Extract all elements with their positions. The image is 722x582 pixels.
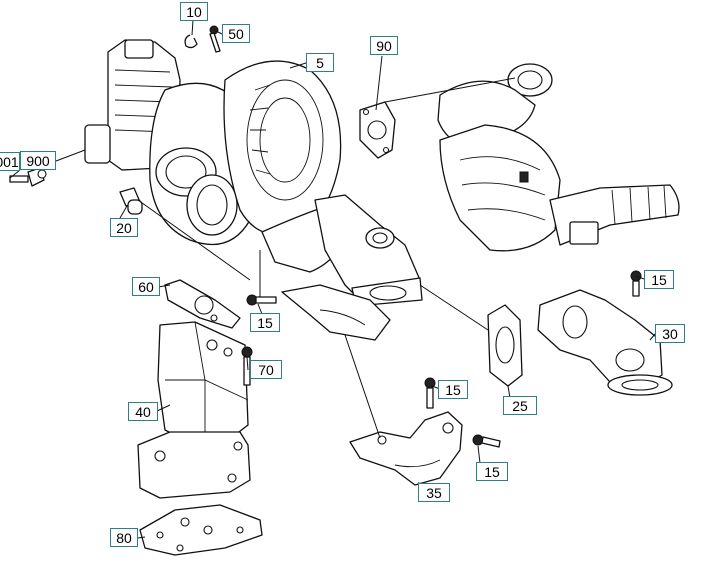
bolt-part-15-c[interactable]: [424, 377, 436, 409]
callout-25[interactable]: 25: [503, 396, 537, 415]
callout-15-b[interactable]: 15: [644, 270, 674, 289]
clip-part-10[interactable]: [184, 34, 198, 49]
turbocharger-part-5[interactable]: [84, 39, 351, 273]
callout-20[interactable]: 20: [110, 218, 138, 237]
leader-lines: [9, 19, 656, 539]
exhaust-manifold-elbow[interactable]: [314, 194, 423, 307]
callout-5[interactable]: 5: [306, 53, 334, 72]
callout-70[interactable]: 70: [250, 360, 282, 379]
callout-35[interactable]: 35: [418, 483, 450, 502]
callout-001[interactable]: 001: [0, 152, 20, 171]
gasket-part-80[interactable]: [139, 504, 263, 556]
bracket-part-35[interactable]: [349, 411, 463, 486]
gasket-part-60[interactable]: [164, 279, 241, 329]
flange-part-30[interactable]: [537, 289, 673, 396]
sensor-part-900[interactable]: [9, 167, 47, 187]
callout-15-d[interactable]: 15: [476, 462, 508, 481]
bolt-part-15-d[interactable]: [472, 434, 501, 448]
bolt-part-50[interactable]: [209, 25, 221, 53]
callout-40[interactable]: 40: [128, 402, 158, 421]
plug-part-20[interactable]: [119, 187, 143, 215]
gasket-part-90[interactable]: [359, 101, 396, 159]
callout-15-a[interactable]: 15: [250, 313, 280, 332]
callout-50[interactable]: 50: [222, 24, 250, 43]
bolt-part-15-b[interactable]: [630, 270, 642, 297]
bracket-part-40[interactable]: [137, 321, 251, 499]
callout-90[interactable]: 90: [370, 36, 398, 55]
manifold-bracket[interactable]: [281, 284, 391, 341]
exhaust-pipe-catalytic-converter[interactable]: [437, 63, 680, 252]
callout-80[interactable]: 80: [110, 528, 138, 547]
bolt-part-70[interactable]: [241, 346, 253, 386]
callout-15-c[interactable]: 15: [438, 380, 468, 399]
callout-10[interactable]: 10: [180, 2, 208, 21]
callout-60[interactable]: 60: [132, 277, 160, 296]
gasket-part-25[interactable]: [487, 304, 523, 387]
callout-900[interactable]: 900: [20, 151, 56, 170]
callout-30[interactable]: 30: [655, 324, 685, 343]
bolt-part-15-a[interactable]: [246, 294, 277, 306]
